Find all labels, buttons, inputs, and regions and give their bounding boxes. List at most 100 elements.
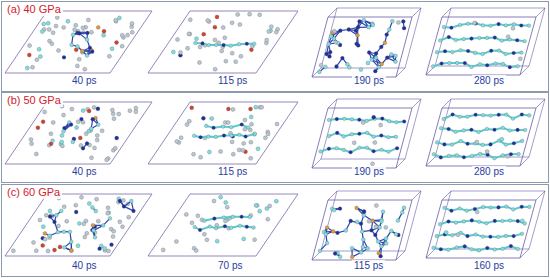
- atom: [496, 235, 500, 239]
- atom: [328, 50, 332, 54]
- atom: [462, 220, 466, 224]
- atom: [91, 206, 95, 210]
- atom: [455, 246, 459, 250]
- atom: [214, 135, 218, 139]
- atom: [520, 139, 524, 143]
- atom: [260, 105, 264, 109]
- atom: [493, 219, 497, 223]
- atom: [96, 26, 100, 30]
- atom: [504, 143, 508, 147]
- time-label: 40 ps: [70, 260, 98, 272]
- polymer-chain: [437, 141, 522, 145]
- row-frame: [2, 2, 549, 92]
- atom: [38, 218, 42, 222]
- atom: [229, 125, 233, 129]
- atom: [481, 113, 485, 117]
- atom: [509, 244, 513, 248]
- atom: [62, 25, 66, 29]
- atom: [274, 30, 278, 34]
- atom: [439, 247, 443, 251]
- atom: [31, 65, 35, 69]
- atom: [194, 41, 198, 45]
- atom: [497, 22, 501, 26]
- atom: [231, 215, 235, 219]
- atom: [360, 230, 364, 234]
- atom: [103, 246, 107, 250]
- atom: [325, 241, 329, 245]
- atom: [511, 117, 515, 121]
- atom: [505, 113, 509, 117]
- atom: [205, 238, 209, 242]
- time-label: 190 ps: [352, 75, 386, 87]
- atom: [338, 207, 342, 211]
- atom: [48, 209, 52, 213]
- atom: [92, 105, 96, 109]
- atom: [86, 18, 90, 22]
- atom: [238, 23, 242, 27]
- atom: [266, 217, 270, 221]
- atom: [112, 229, 116, 233]
- simulation-cell: [312, 200, 412, 260]
- atom: [501, 247, 505, 251]
- atom: [203, 219, 207, 223]
- atom: [504, 52, 508, 56]
- atom: [208, 225, 212, 229]
- atom: [450, 209, 454, 213]
- atom: [226, 121, 230, 125]
- atom: [239, 54, 243, 58]
- atom: [96, 107, 100, 111]
- atom: [508, 65, 512, 69]
- atom: [366, 61, 370, 65]
- atom: [76, 45, 80, 49]
- atom: [253, 132, 257, 136]
- atom: [477, 220, 481, 224]
- atom: [359, 251, 363, 255]
- atom: [470, 219, 474, 223]
- atom: [249, 107, 253, 111]
- atom: [378, 226, 382, 230]
- atom: [256, 147, 260, 151]
- atom: [96, 219, 100, 223]
- atom: [107, 211, 111, 215]
- atom: [266, 132, 270, 136]
- atom: [219, 150, 223, 154]
- atom: [380, 220, 384, 224]
- atom: [365, 146, 369, 150]
- atom: [497, 206, 501, 210]
- atom: [51, 31, 55, 35]
- atom: [34, 249, 38, 253]
- atom: [501, 219, 505, 223]
- atom: [62, 205, 66, 209]
- atom: [462, 156, 466, 160]
- atom: [65, 219, 69, 223]
- atom: [134, 110, 138, 114]
- atom: [347, 28, 351, 32]
- time-label: 115 ps: [216, 75, 249, 87]
- simulation-cell: [148, 102, 298, 164]
- atom: [207, 135, 211, 139]
- atom: [356, 33, 360, 37]
- atom: [394, 135, 398, 139]
- cell-edge: [442, 8, 451, 17]
- atom: [62, 246, 66, 250]
- atom: [356, 25, 360, 29]
- atom: [47, 27, 51, 31]
- atom: [367, 25, 371, 29]
- atom: [371, 23, 375, 27]
- atom: [212, 199, 216, 203]
- atom: [110, 108, 114, 112]
- atom: [348, 66, 352, 70]
- atom: [447, 220, 451, 224]
- atom: [80, 117, 84, 121]
- atom: [195, 37, 199, 41]
- atom: [11, 249, 15, 253]
- atom: [48, 215, 52, 219]
- atom: [497, 113, 501, 117]
- atom: [223, 36, 227, 40]
- atom: [489, 235, 493, 239]
- atom: [130, 21, 134, 25]
- atom: [335, 131, 339, 135]
- cell-edge: [328, 99, 337, 108]
- simulation-cell: [148, 11, 298, 73]
